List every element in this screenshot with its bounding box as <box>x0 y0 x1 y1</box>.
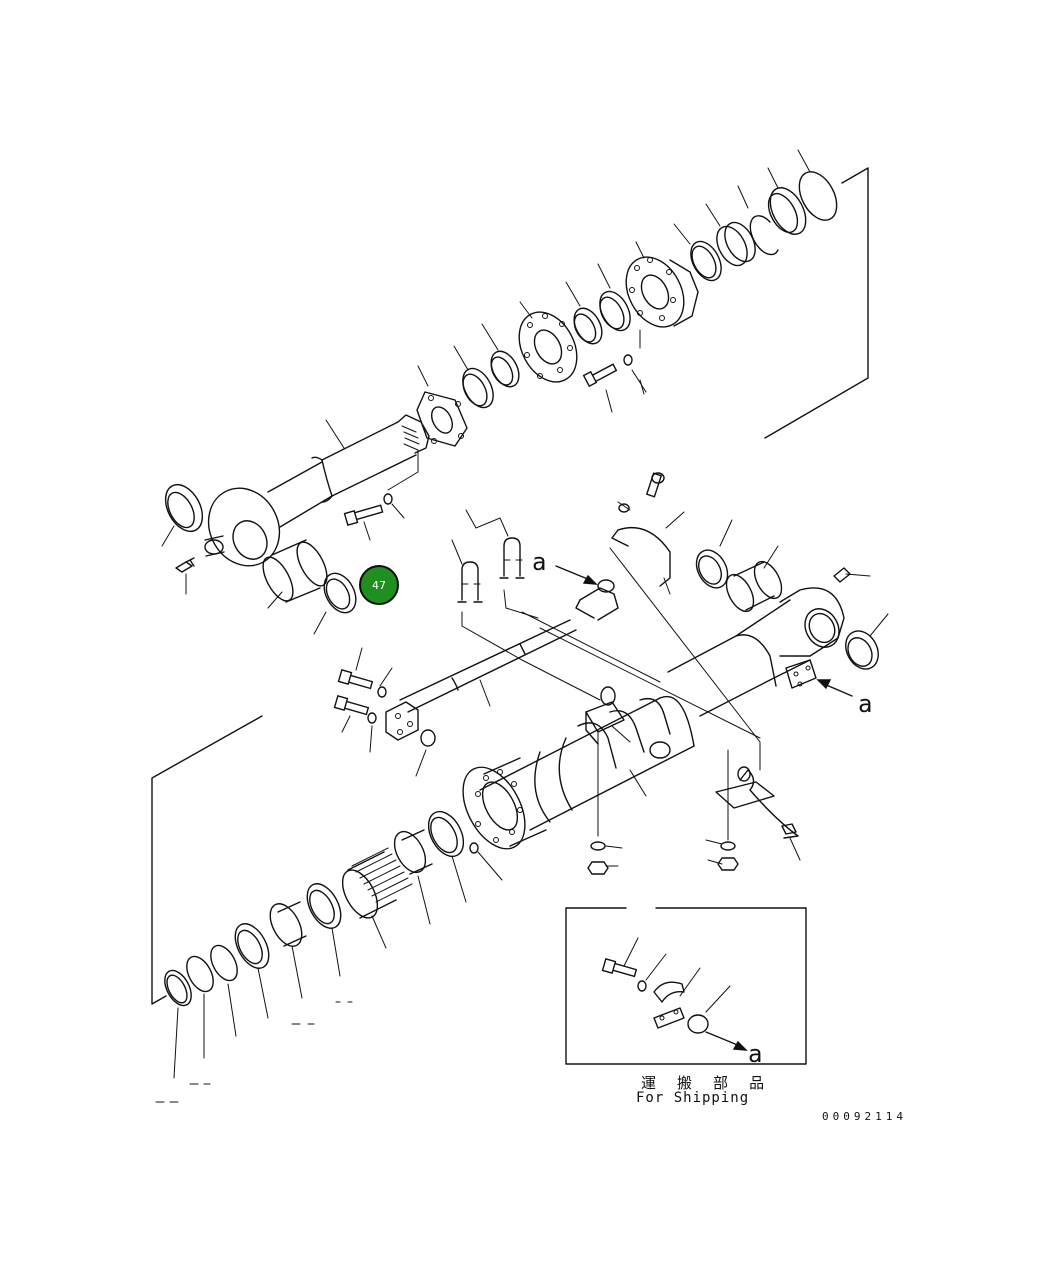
upper-bolt-washer <box>582 354 633 388</box>
upper-rod-seal-group <box>690 171 838 282</box>
shipping-parts-box <box>565 907 807 1065</box>
mid-left-leaders <box>341 647 491 777</box>
upper-piston-rod <box>267 414 430 528</box>
hose-routing-lines <box>461 589 761 739</box>
arrow-a-right <box>816 679 853 697</box>
part-hotspot-47[interactable]: 47 <box>359 565 399 605</box>
upper-mount-bolt <box>343 493 393 527</box>
cylinder-bottom-head <box>462 757 547 850</box>
arrow-a-upper <box>555 565 598 585</box>
reference-mark-a-upper: a <box>532 548 547 576</box>
square-rod-flange <box>416 391 468 447</box>
grease-fitting-upper <box>175 557 195 573</box>
lower-nuts <box>587 841 739 875</box>
upper-piston-rings <box>573 290 631 345</box>
tube-flange-left <box>385 701 436 747</box>
right-leader-lines <box>605 379 889 867</box>
mid-bolts-left <box>333 668 387 724</box>
reference-mark-a-right: a <box>858 690 873 718</box>
hose-bracket-lines <box>451 509 509 565</box>
lower-strap-bracket <box>715 766 799 839</box>
upper-flange-plate <box>518 311 578 383</box>
upper-leader-lines <box>161 149 811 635</box>
shipping-caption-japanese: 運 搬 部 品 <box>641 1074 771 1092</box>
upper-rod-eye <box>204 487 281 567</box>
cylinder-tube <box>479 695 695 831</box>
u-clamp-pair <box>457 537 525 603</box>
upper-eye-bushings <box>164 483 357 614</box>
tube-mount-bracket <box>585 686 671 759</box>
lower-bracket-frame <box>151 715 263 1005</box>
upper-bushing-rings <box>462 350 520 409</box>
hose-to-strap <box>597 547 761 841</box>
reference-mark-a-shipping: a <box>748 1040 763 1068</box>
shipping-caption-english: For Shipping <box>636 1090 750 1106</box>
rear-eye-parts <box>695 549 879 670</box>
lower-seal-rings <box>164 810 479 1007</box>
lower-leader-lines <box>155 851 503 1103</box>
tube-elbow <box>575 579 619 621</box>
upper-bracket-frame <box>764 167 869 439</box>
long-tube <box>399 619 577 713</box>
upper-cylinder-head <box>625 256 699 328</box>
drawing-number: 00092114 <box>822 1110 907 1123</box>
rear-clamp <box>611 472 671 587</box>
cylinder-rear-block <box>667 587 845 717</box>
